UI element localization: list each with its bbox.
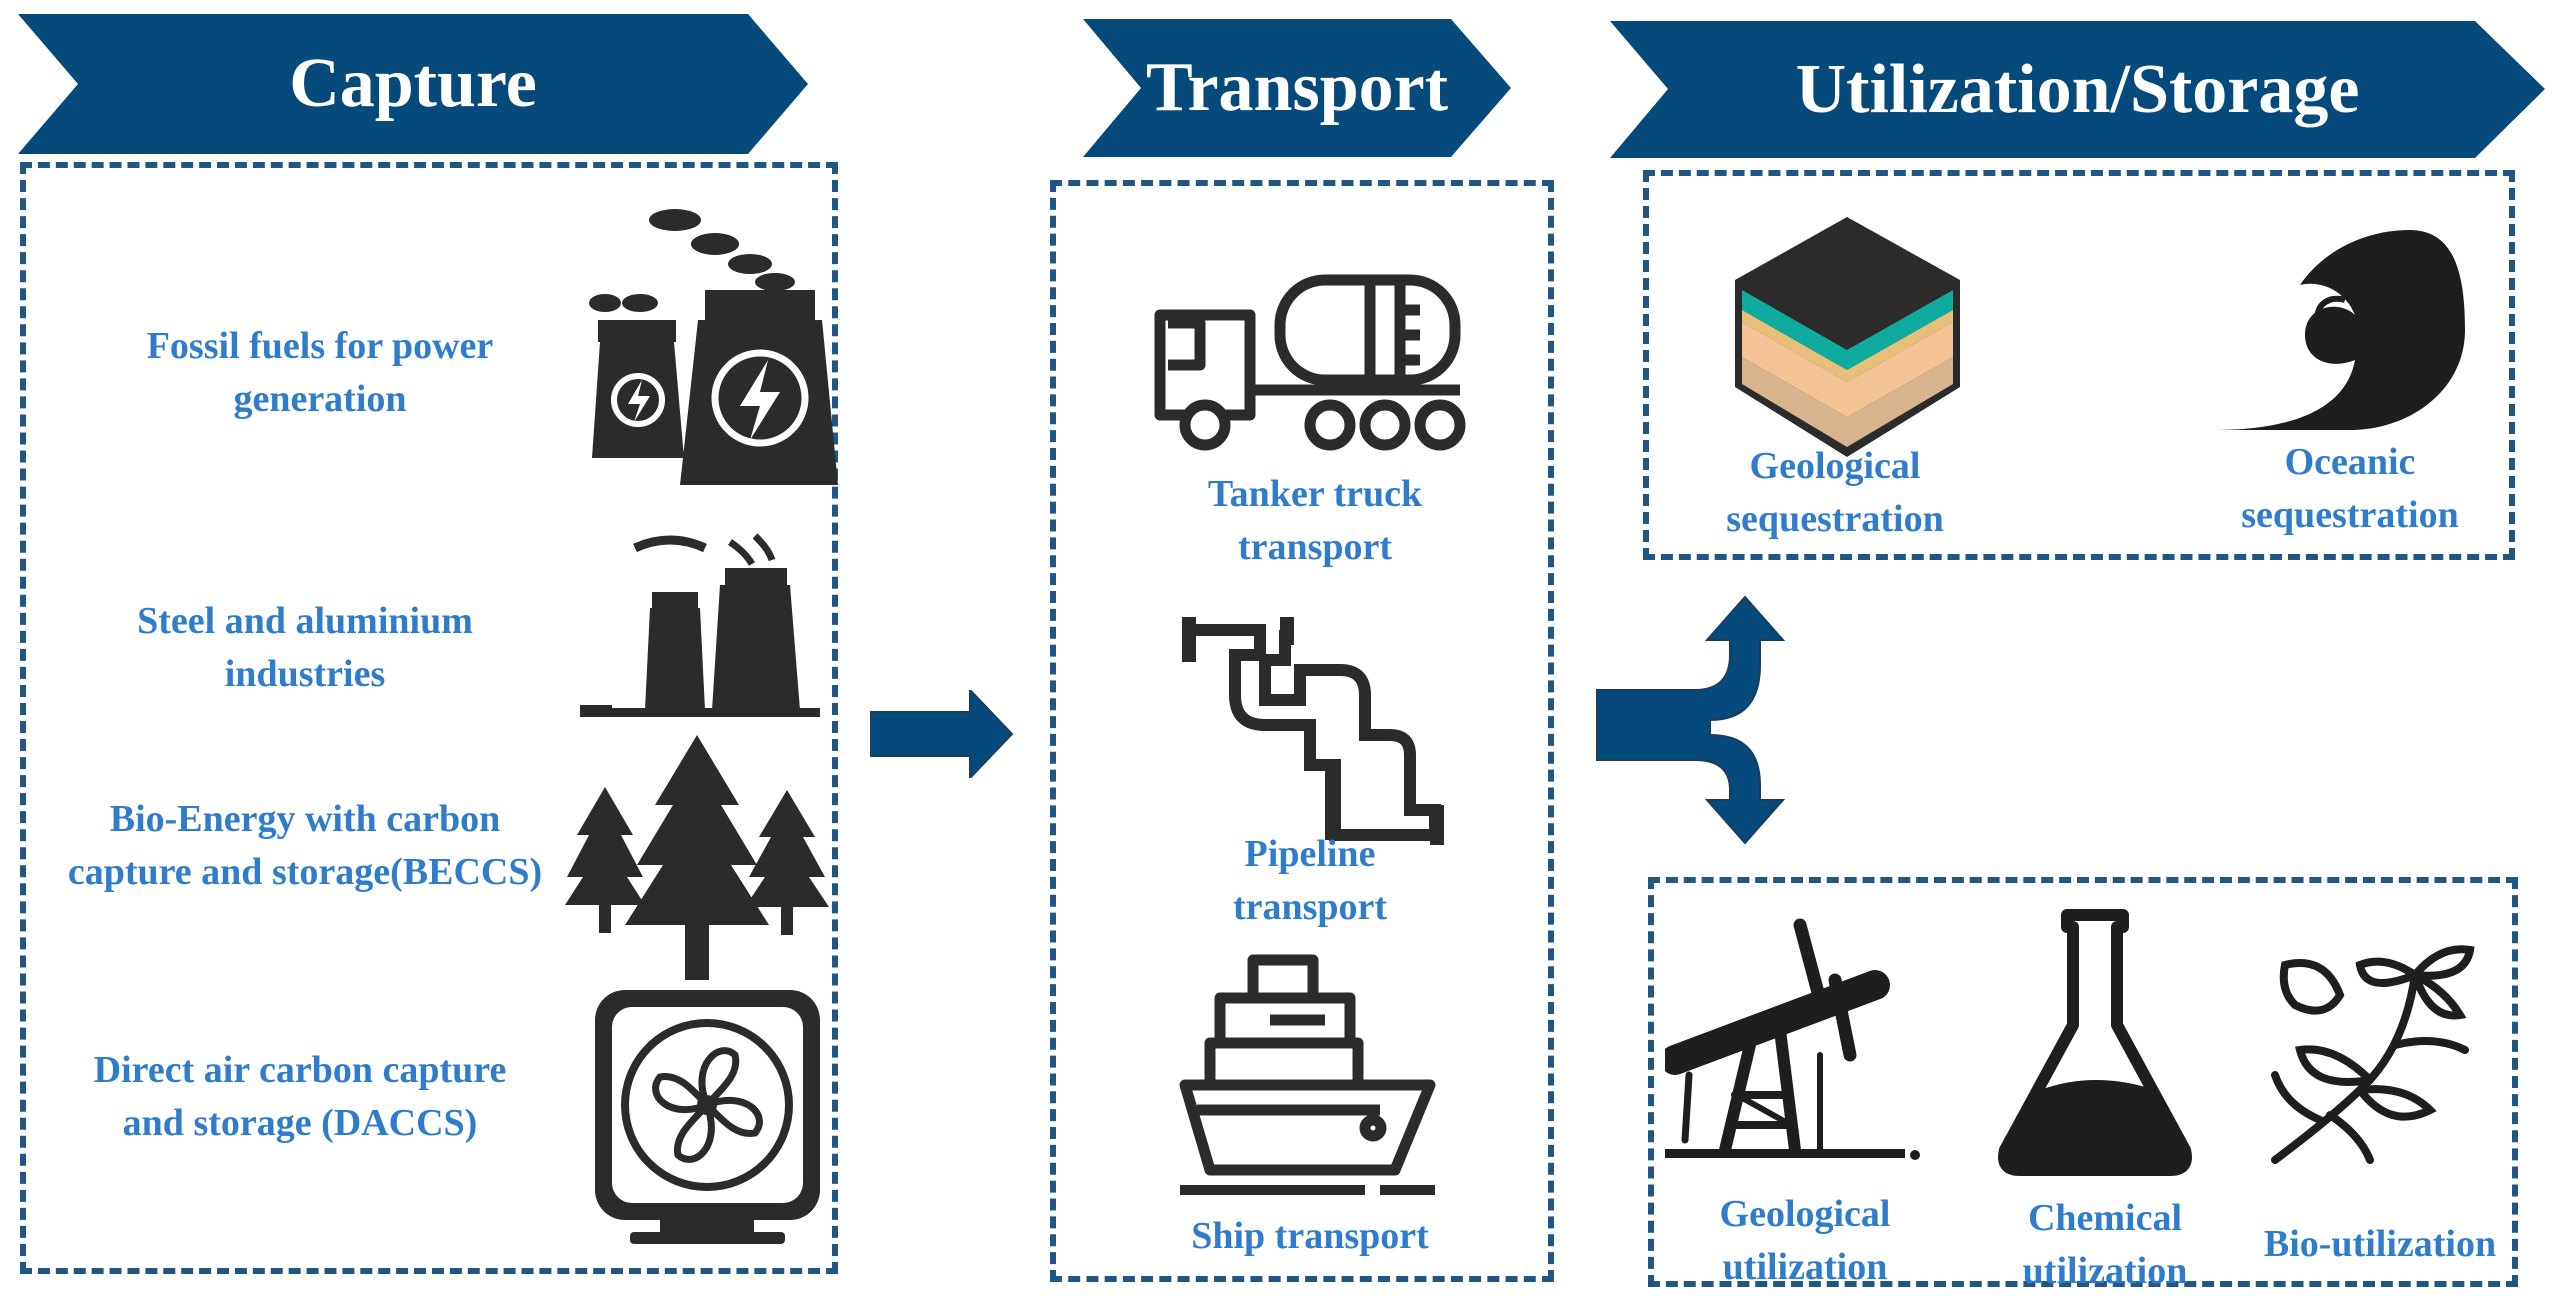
transport-panel bbox=[1050, 180, 1554, 1282]
storage-panel bbox=[1643, 170, 2515, 560]
transport-label-ship: Ship transport bbox=[1191, 1215, 1429, 1257]
capture-to-transport-arrow bbox=[870, 690, 1014, 778]
transport-title: Transport bbox=[1145, 49, 1449, 126]
utilization-label-bio: Bio-utilization bbox=[2263, 1223, 2497, 1265]
transport-banner: Transport bbox=[1083, 19, 1511, 157]
fan-icon bbox=[595, 990, 820, 1244]
capture-banner: Capture bbox=[18, 14, 808, 154]
utilization-banner: Utilization/Storage bbox=[1610, 21, 2545, 158]
utilization-title: Utilization/Storage bbox=[1795, 50, 2360, 128]
soil-layers-icon bbox=[1735, 217, 1960, 457]
capture-panel bbox=[20, 162, 838, 1274]
trees-icon bbox=[565, 735, 829, 980]
storage-label-oceanic: Oceanic sequestration bbox=[2241, 441, 2459, 536]
capture-label-fossil: Fossil fuels for power generation bbox=[146, 325, 494, 420]
tanker-truck-icon bbox=[1154, 274, 1466, 451]
utilization-panel bbox=[1648, 877, 2518, 1287]
capture-title: Capture bbox=[289, 45, 537, 122]
factory-icon bbox=[580, 533, 820, 717]
oil-pump-icon bbox=[1665, 918, 1920, 1160]
flask-icon bbox=[1998, 909, 2192, 1176]
utilization-label-geological: Geological utilization bbox=[1719, 1193, 1891, 1288]
capture-label-beccs: Bio-Energy with carbon capture and stora… bbox=[67, 798, 543, 893]
transport-label-pipeline: Pipeline transport bbox=[1232, 833, 1388, 928]
plant-icon bbox=[2271, 945, 2475, 1164]
ship-icon bbox=[1179, 954, 1436, 1195]
pipeline-icon bbox=[1182, 617, 1444, 845]
capture-label-steel: Steel and aluminium industries bbox=[137, 600, 473, 695]
transport-label-truck: Tanker truck transport bbox=[1207, 473, 1423, 568]
storage-label-geological: Geological sequestration bbox=[1726, 445, 1944, 540]
power-plant-icon bbox=[589, 209, 838, 485]
capture-label-daccs: Direct air carbon capture and storage (D… bbox=[93, 1049, 507, 1144]
transport-to-storage-arrow bbox=[1596, 595, 1786, 845]
utilization-label-chemical: Chemical utilization bbox=[2022, 1197, 2188, 1292]
wave-icon bbox=[2215, 230, 2465, 430]
